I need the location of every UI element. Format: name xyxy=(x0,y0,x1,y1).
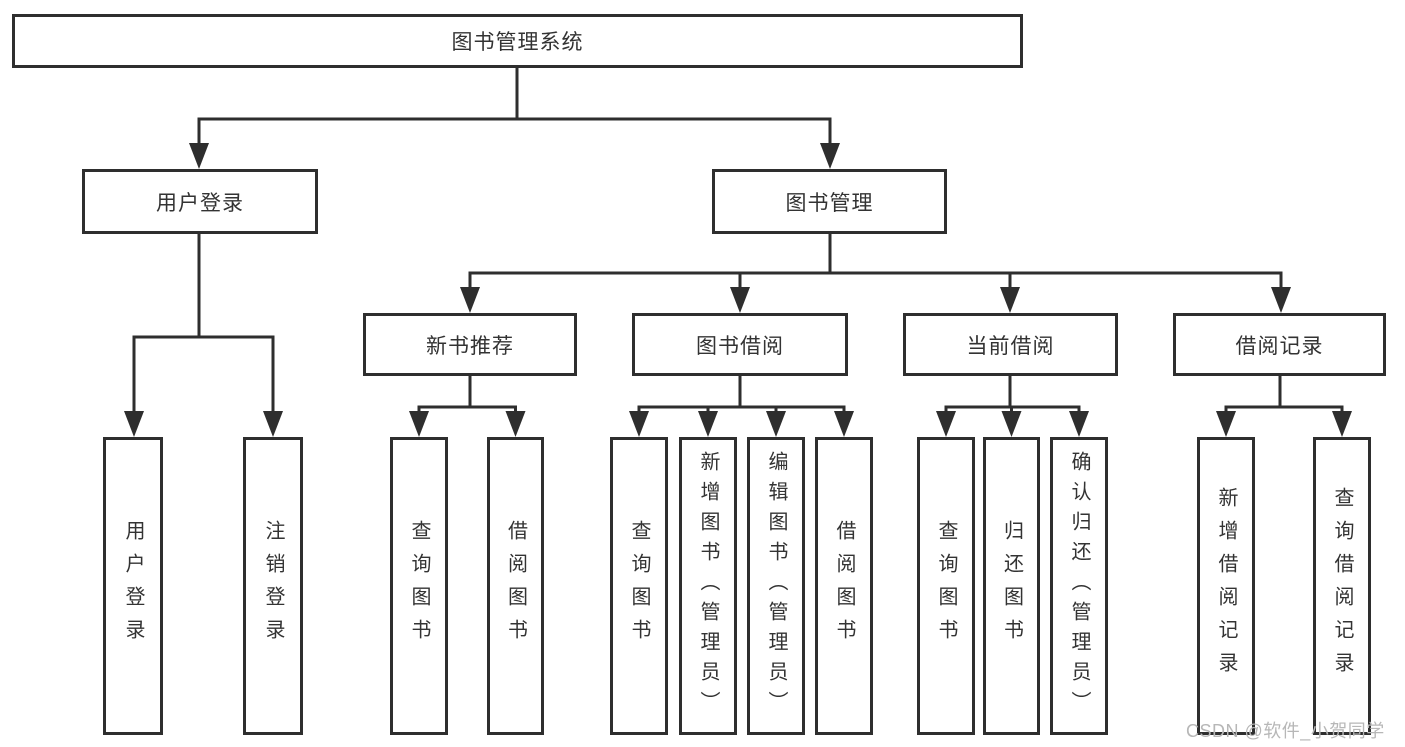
node-current-borrowing: 当前借阅 xyxy=(903,313,1118,376)
leaf-add-borrow-record: 新增借阅记录 xyxy=(1197,437,1255,735)
node-label: 注销登录 xyxy=(262,520,284,652)
connector-book-borrow-to-leaves xyxy=(629,376,854,437)
node-label: 图书借阅 xyxy=(696,334,784,358)
leaf-add-books-admin: 新增图书（管理员） xyxy=(679,437,737,735)
leaf-borrow-books-recommend: 借阅图书 xyxy=(487,437,544,735)
node-label: 查询图书 xyxy=(628,520,650,652)
node-label: 新增图书（管理员） xyxy=(697,451,719,721)
node-label: 确认归还（管理员） xyxy=(1068,451,1090,721)
leaf-query-books-recommend: 查询图书 xyxy=(390,437,448,735)
connector-borrow-record-to-leaves xyxy=(1216,376,1352,437)
leaf-edit-books-admin: 编辑图书（管理员） xyxy=(747,437,805,735)
node-label: 借阅图书 xyxy=(833,520,855,652)
leaf-borrow-books: 借阅图书 xyxy=(815,437,873,735)
node-label: 归还图书 xyxy=(1000,520,1023,652)
csdn-watermark: CSDN @软件_小贺同学 xyxy=(1186,721,1385,741)
node-label: 当前借阅 xyxy=(966,334,1055,358)
node-label: 图书管理 xyxy=(785,191,874,215)
node-user-login-module: 用户登录 xyxy=(82,169,318,234)
leaf-logout: 注销登录 xyxy=(243,437,303,735)
leaf-user-login: 用户登录 xyxy=(103,437,163,735)
node-label: 新书推荐 xyxy=(426,334,514,358)
node-label: 用户登录 xyxy=(122,520,144,652)
connector-book-mgmt-to-level3 xyxy=(460,233,1291,313)
node-label: 借阅记录 xyxy=(1235,334,1324,358)
node-label: 图书管理系统 xyxy=(451,31,584,54)
node-label: 查询借阅记录 xyxy=(1331,487,1353,685)
node-label: 借阅图书 xyxy=(504,520,527,652)
connector-root-to-level2 xyxy=(189,68,840,169)
connector-user-login-to-leaves xyxy=(124,233,283,437)
leaf-return-books: 归还图书 xyxy=(983,437,1040,735)
node-new-book-recommend: 新书推荐 xyxy=(363,313,577,376)
connector-current-borrow-to-leaves xyxy=(936,376,1089,437)
node-label: 新增借阅记录 xyxy=(1215,487,1237,685)
leaf-query-books-current: 查询图书 xyxy=(917,437,975,735)
node-book-management-module: 图书管理 xyxy=(712,169,947,234)
leaf-query-books-borrow: 查询图书 xyxy=(610,437,668,735)
node-label: 查询图书 xyxy=(935,520,957,652)
leaf-confirm-return-admin: 确认归还（管理员） xyxy=(1050,437,1108,735)
node-label: 用户登录 xyxy=(156,191,244,215)
node-book-borrowing: 图书借阅 xyxy=(632,313,848,376)
node-label: 编辑图书（管理员） xyxy=(765,451,787,721)
node-label: 查询图书 xyxy=(408,520,430,652)
connector-new-book-to-leaves xyxy=(409,376,526,437)
node-root-library-management-system: 图书管理系统 xyxy=(12,14,1023,68)
node-borrowing-records: 借阅记录 xyxy=(1173,313,1386,376)
leaf-query-borrow-record: 查询借阅记录 xyxy=(1313,437,1371,735)
